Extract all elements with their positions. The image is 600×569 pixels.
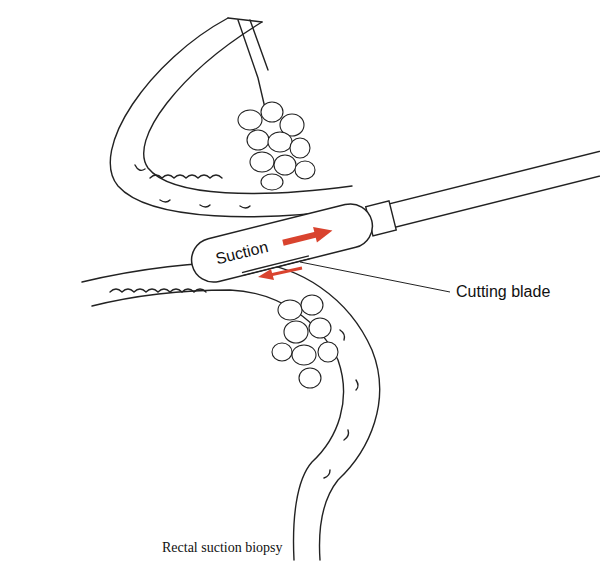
mucosa [150,175,222,178]
stool-lower [272,295,338,388]
part-label: Cutting blade [456,283,550,301]
capsule-label: Suction [213,238,269,268]
bowel-wall [92,290,344,560]
tissue-line [250,20,268,70]
bowel-wall [228,18,262,22]
mucosa [110,289,206,292]
tissue-line [238,20,265,108]
leader-line [300,262,450,292]
figure-caption: Rectal suction biopsy [162,540,283,556]
mucosa [135,165,250,208]
bowel-wall [110,18,360,217]
biopsy-instrument [187,136,600,286]
bowel-wall [82,262,380,560]
stool-upper [238,102,315,190]
